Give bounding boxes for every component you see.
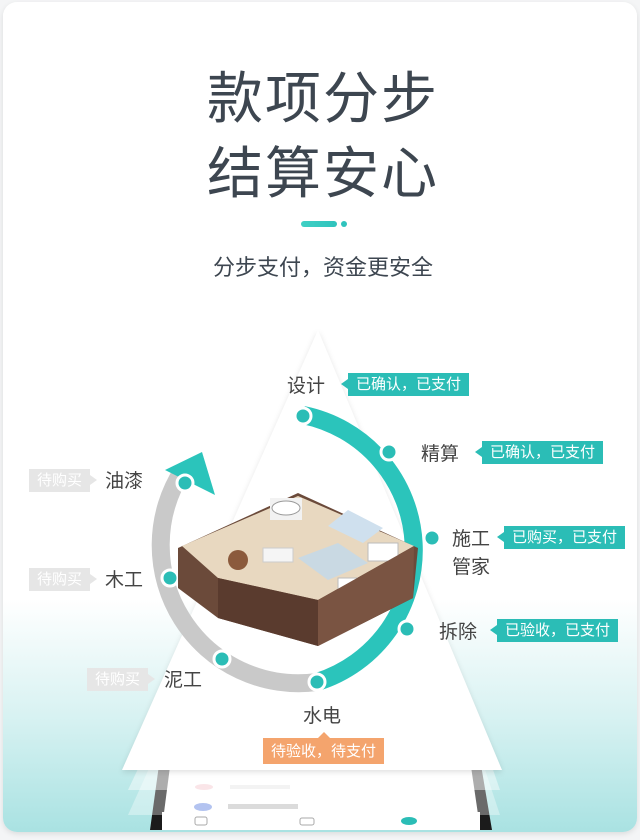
divider-bar — [301, 221, 337, 227]
step-status-masonry: 待购买 — [87, 668, 156, 691]
step-label-estimate: 精算 — [421, 443, 460, 465]
step-label-demolition: 拆除 — [439, 621, 478, 643]
step-label-masonry: 泥工 — [164, 669, 203, 691]
step-status-painting: 待购买 — [29, 469, 98, 492]
step-status-carpentry: 待购买 — [29, 568, 98, 591]
step-status-demolition: 已验收，已支付 — [489, 619, 619, 642]
step-label-carpentry: 木工 — [105, 569, 144, 591]
step-label-supervisor-line2: 管家 — [452, 556, 491, 578]
arrow-head-icon — [165, 452, 215, 495]
headline-line-2: 结算安心 — [207, 142, 439, 207]
step-label-painting: 油漆 — [105, 470, 144, 492]
step-label-supervisor: 施工 管家 — [452, 527, 490, 579]
subtitle: 分步支付，资金更安全 — [212, 256, 433, 281]
divider-dot — [341, 221, 347, 227]
floorplan-3d-image — [178, 493, 418, 646]
step-status-design: 已确认，已支付 — [340, 373, 470, 396]
step-label-design: 设计 — [287, 375, 326, 397]
headline-line-1: 款项分步 — [207, 67, 439, 132]
step-status-estimate: 已确认，已支付 — [474, 441, 604, 464]
step-status-supervisor: 已购买，已支付 — [496, 526, 626, 549]
step-label-supervisor-line1: 施工 — [452, 528, 491, 550]
step-label-plumbing-electrical: 水电 — [303, 705, 342, 727]
step-status-plumbing-electrical: 待验收，待支付 — [263, 732, 385, 764]
